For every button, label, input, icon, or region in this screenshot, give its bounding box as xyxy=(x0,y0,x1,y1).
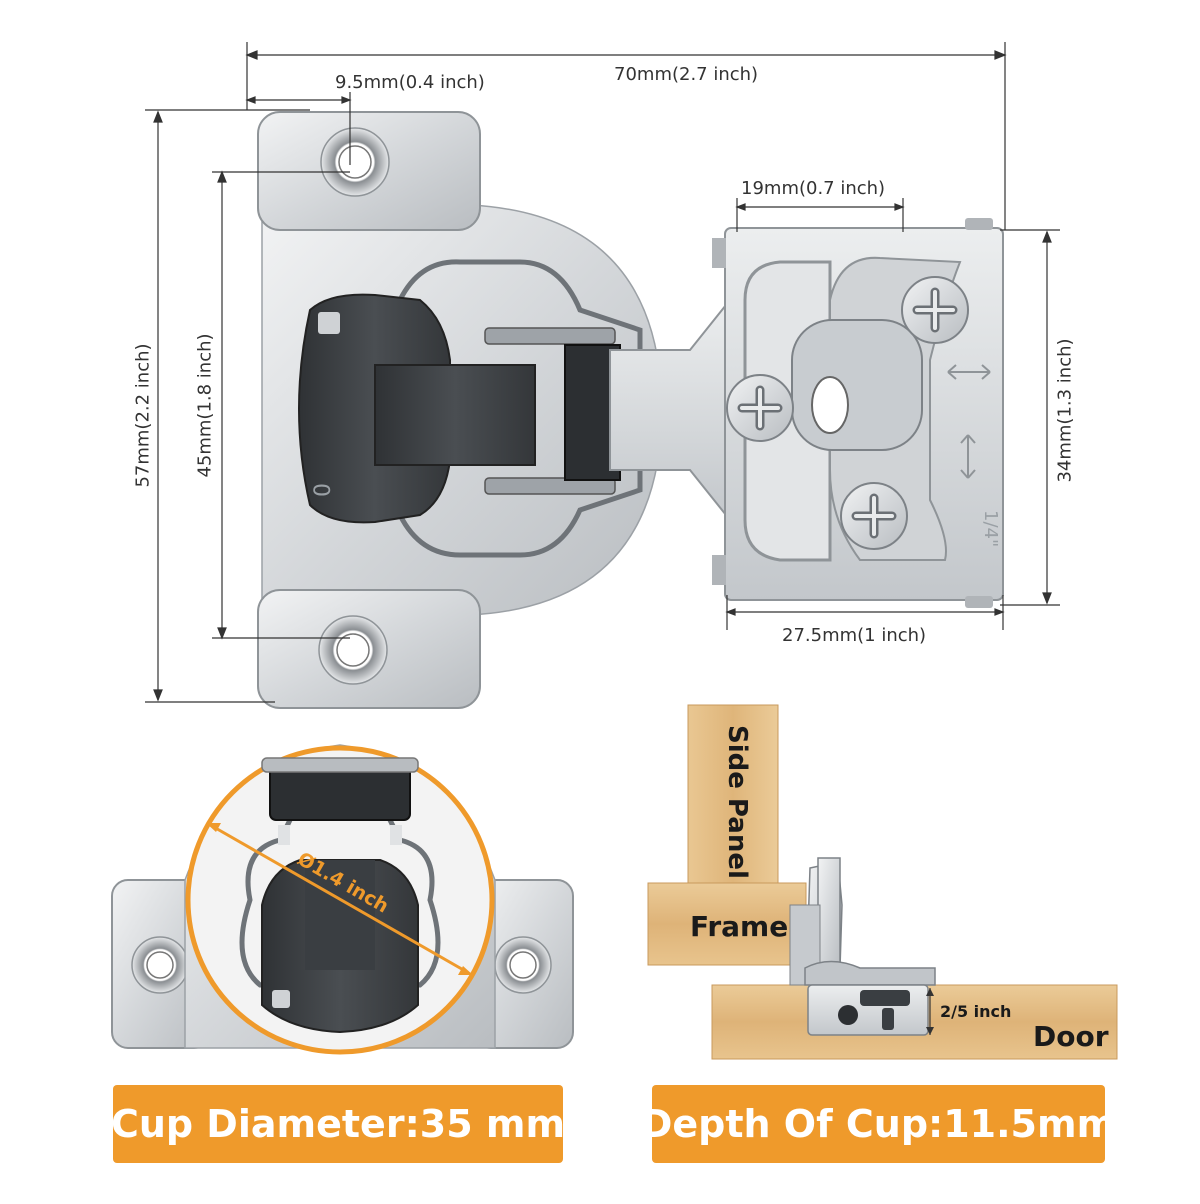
frame-label: Frame xyxy=(690,910,789,943)
cup-diameter-banner: Cup Diameter:35 mm xyxy=(111,1085,565,1163)
side-panel-label: Side Panel xyxy=(722,725,752,879)
dimension-lines xyxy=(145,42,1060,703)
adjust-screw-icon xyxy=(901,276,969,344)
cup-depth-banner: Depth Of Cup:11.5mm xyxy=(641,1085,1116,1163)
overlay-mark: 1/4" xyxy=(980,510,1001,547)
adjust-screw-icon xyxy=(840,482,908,550)
install-diagram xyxy=(647,704,1118,1060)
dim-screw-spacing: 45mm(1.8 inch) xyxy=(194,333,216,478)
dim-overall-height: 57mm(2.2 inch) xyxy=(132,343,154,488)
dim-overall-width: 70mm(2.7 inch) xyxy=(614,64,759,85)
adjust-screw-icon xyxy=(726,374,794,442)
door-label: Door xyxy=(1033,1020,1109,1053)
dim-arm-height: 34mm(1.3 inch) xyxy=(1054,338,1076,483)
dim-screw-offset: 9.5mm(0.4 inch) xyxy=(335,72,485,93)
dim-arm-slot: 19mm(0.7 inch) xyxy=(741,178,886,199)
dim-arm-length: 27.5mm(1 inch) xyxy=(782,625,927,646)
overlay-label: 2/5 inch xyxy=(940,1002,1012,1021)
arrow-vertical-icon xyxy=(960,434,976,479)
cup-closeup: Ø1.4 inch xyxy=(111,744,574,1055)
arrow-horizontal-icon xyxy=(947,364,991,380)
zero-mark: 0 xyxy=(311,483,336,497)
top-hinge: 0 1/4" xyxy=(257,111,1004,709)
